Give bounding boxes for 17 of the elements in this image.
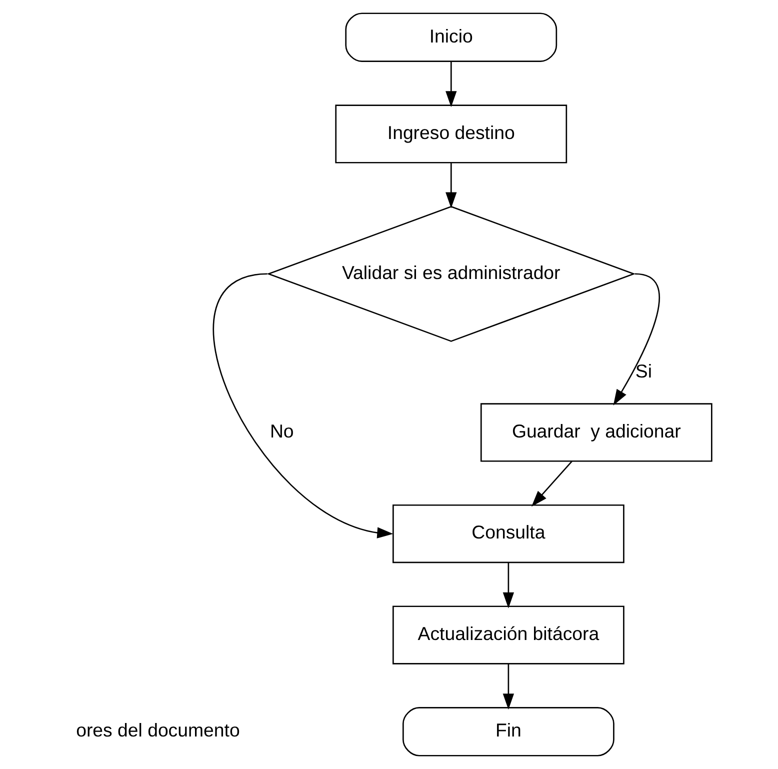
node-box: Guardar y adicionar [480,403,712,462]
edge-label: No [269,420,294,442]
arrow [212,273,393,538]
edge-label: Si [634,360,652,382]
arrow [502,664,514,710]
arrow [612,273,660,406]
node-box: Actualización bitácora [392,606,624,664]
arrow [502,562,514,608]
node-diamond: Validar si es administrador [266,206,636,342]
node-box: Consulta [392,504,624,564]
arrow [445,61,456,108]
node-box: Ingreso destino [334,104,567,164]
node-box: Fin [402,707,614,756]
arrow [445,163,456,208]
node-box: Inicio [344,12,557,62]
label: ores del documento [76,720,240,741]
arrow [530,460,572,507]
